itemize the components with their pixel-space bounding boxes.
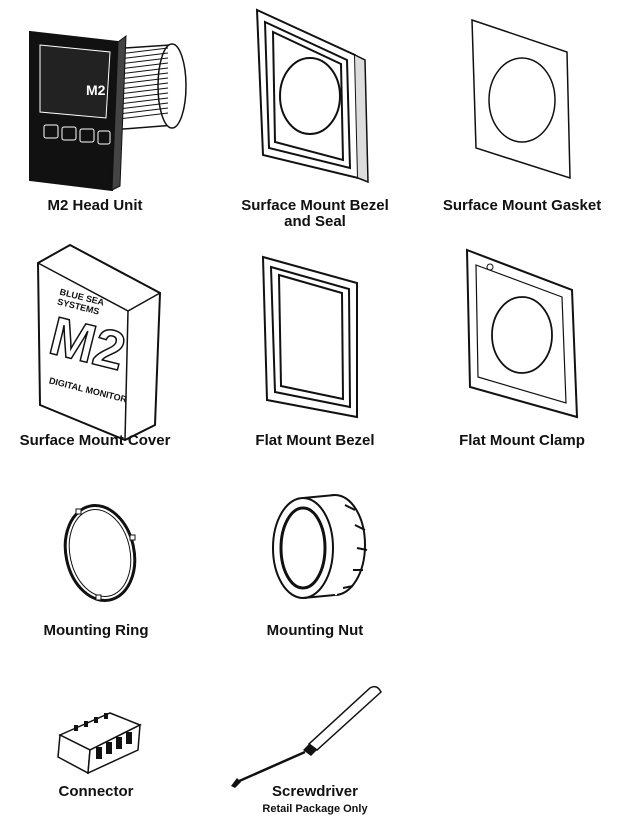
flat-mount-clamp-illustration [465,248,579,419]
connector-illustration [57,712,142,775]
mounting-nut-label: Mounting Nut [266,622,364,639]
surface-mount-gasket: Surface Mount Gasket [412,0,632,230]
mounting-nut-illustration [272,494,368,602]
m2-head-unit-illustration [29,30,187,192]
flat-mount-clamp: Flat Mount Clamp [412,235,632,460]
mounting-nut: Mounting Nut [205,490,425,645]
mounting-ring-label: Mounting Ring [43,622,149,639]
surface-mount-gasket-illustration [471,18,571,180]
screwdriver-label: Screwdriver [272,783,358,800]
surface-mount-bezel-label-1: Surface Mount Bezel [241,197,389,214]
mounting-ring-illustration [63,504,137,602]
flat-mount-bezel: Flat Mount Bezel [205,235,425,460]
connector-label: Connector [58,783,134,800]
m2-head-unit-screen-text: M2 [86,82,106,98]
m2-head-unit-label: M2 Head Unit [47,197,143,214]
screwdriver-illustration [231,685,382,788]
mounting-ring: Mounting Ring [0,495,210,645]
surface-mount-cover-illustration [36,243,162,442]
surface-mount-bezel-label-2: and Seal [284,213,346,230]
surface-mount-bezel: Surface Mount Bezel and Seal [205,0,425,230]
surface-mount-cover: BLUE SEA SYSTEMS M2 DIGITAL MONITOR Surf… [0,235,210,460]
surface-mount-bezel-illustration [255,8,369,184]
surface-mount-gasket-label: Surface Mount Gasket [442,197,602,214]
flat-mount-bezel-illustration [261,255,358,419]
flat-mount-bezel-label: Flat Mount Bezel [255,432,375,449]
screwdriver: Screwdriver Retail Package Only [205,680,425,825]
m2-head-unit: M2 M2 Head Unit [0,0,210,230]
screwdriver-note: Retail Package Only [262,803,368,815]
flat-mount-clamp-label: Flat Mount Clamp [459,432,585,449]
connector: Connector [0,695,210,810]
surface-mount-cover-label: Surface Mount Cover [19,432,171,449]
